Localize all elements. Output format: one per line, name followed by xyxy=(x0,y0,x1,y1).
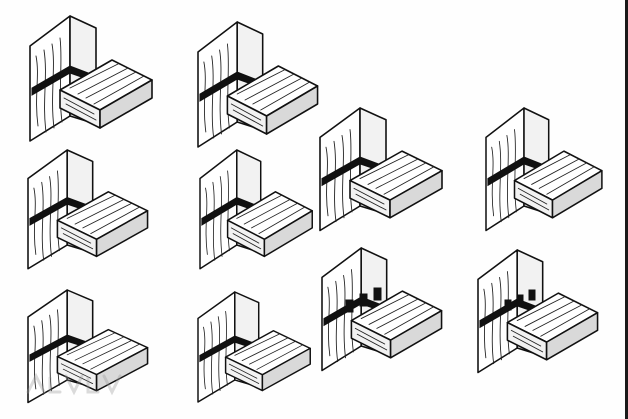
joint-housing-with-shoulder xyxy=(319,107,443,232)
joint-housing-groove xyxy=(29,15,153,142)
joint-through-housing-bottom xyxy=(321,247,443,372)
joint-plain-butt-stub xyxy=(197,21,319,148)
joint-stopped-housing-rebate xyxy=(199,149,313,270)
mortise-slots xyxy=(345,287,536,313)
joint-double-housing xyxy=(197,291,311,403)
watermark-mark xyxy=(26,372,122,396)
joint-stopped-housing xyxy=(27,149,149,270)
joint-multiple-tenon-stub xyxy=(477,249,599,374)
page-edge-border xyxy=(625,0,628,419)
joint-tongue-housing xyxy=(485,107,603,232)
